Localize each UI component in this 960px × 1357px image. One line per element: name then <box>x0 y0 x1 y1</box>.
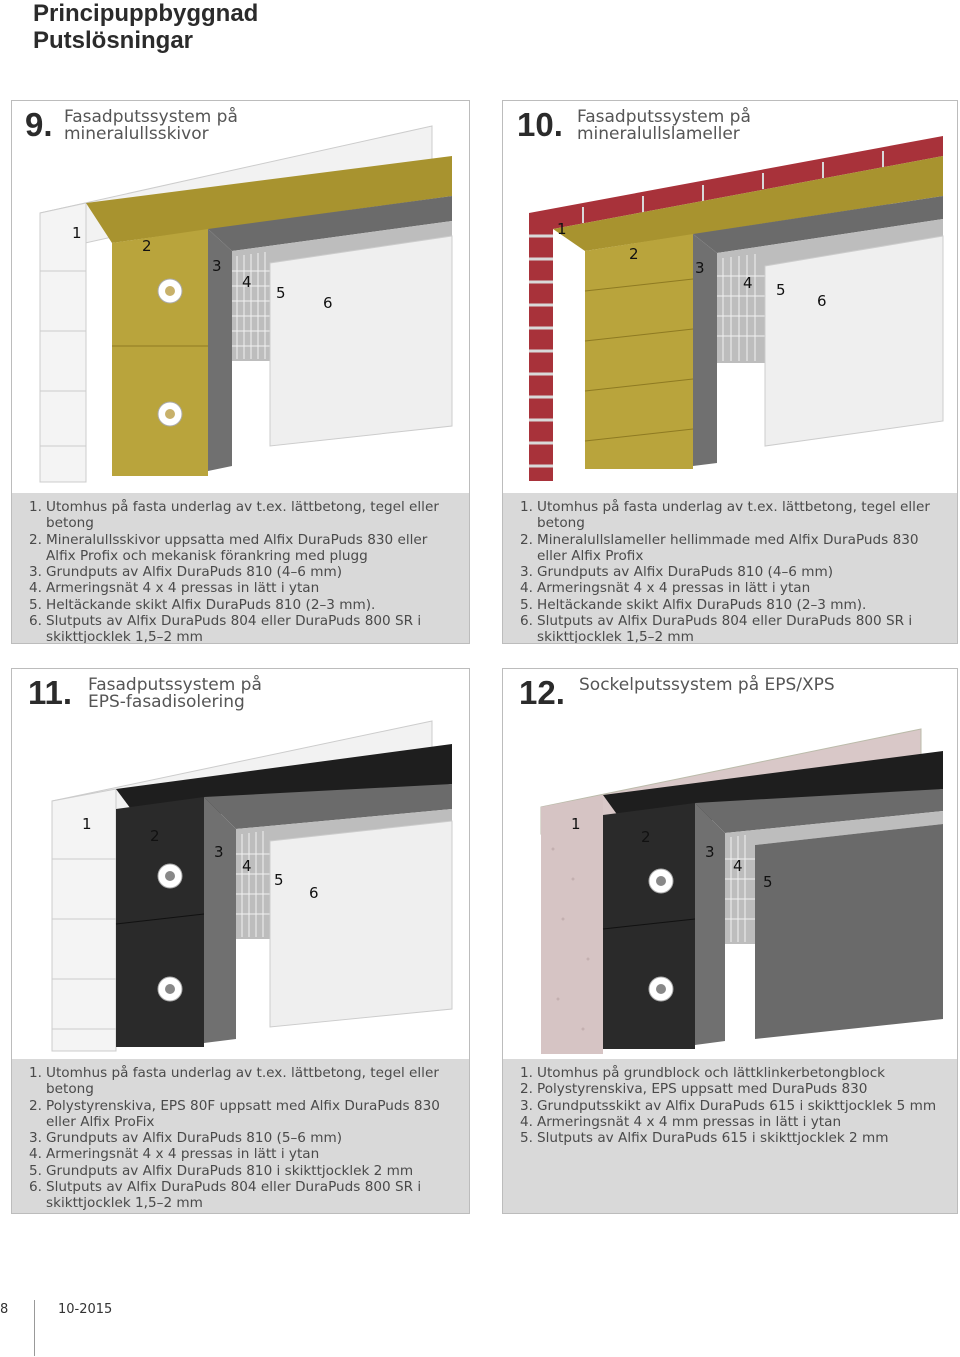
step-item: 1.Utomhus på grundblock och lättklinkerb… <box>520 1065 886 1081</box>
step-item: 5.Grundputs av Alfix DuraPuds 810 i skik… <box>29 1162 414 1179</box>
layer-label: 3 <box>212 257 222 275</box>
panel-subtitle: Fasadputssystem på EPS-fasadisolering <box>88 677 262 711</box>
wall-illustration-brick: 1 2 3 4 5 6 <box>529 136 944 481</box>
step-item: 4.Armeringsnät 4 x 4 pressas in lätt i y… <box>29 580 320 597</box>
panel-description: 1.Utomhus på grundblock och lättklinkerb… <box>503 1059 957 1213</box>
step-item: 3.Grundputs av Alfix DuraPuds 810 (4–6 m… <box>520 564 834 581</box>
layer-label: 1 <box>72 224 82 242</box>
panel-subtitle: Sockelputssystem på EPS/XPS <box>579 677 835 694</box>
step-item: 5.Heltäckande skikt Alfix DuraPuds 810 (… <box>29 596 376 613</box>
footer-date: 10-2015 <box>58 1302 113 1317</box>
step-item: 2.Polystyrenskiva, EPS 80F uppsatt med A… <box>29 1097 440 1130</box>
panel-number: 9. <box>25 106 53 143</box>
step-item: 1.Utomhus på fasta underlag av t.ex. lät… <box>29 1065 439 1098</box>
layer-label: 1 <box>557 220 567 238</box>
page-title-line1: Principuppbyggnad <box>33 0 259 27</box>
step-item: 4.Armeringsnät 4 x 4 pressas in lätt i y… <box>520 580 811 597</box>
step-item: 4.Armeringsnät 4 x 4 pressas in lätt i y… <box>29 1146 320 1163</box>
layer-label: 6 <box>323 294 333 312</box>
subtitle-line: EPS-fasadisolering <box>88 692 245 712</box>
step-item: 4.Armeringsnät 4 x 4 mm pressas in lätt … <box>520 1113 842 1130</box>
page-number: 8 <box>0 1302 9 1317</box>
layer-label: 4 <box>242 273 252 291</box>
panel-description: 1.Utomhus på fasta underlag av t.ex. lät… <box>12 493 469 643</box>
layer-label: 6 <box>309 884 319 902</box>
layer-label: 3 <box>705 843 715 861</box>
step-item: 3.Grundputs av Alfix DuraPuds 810 (4–6 m… <box>29 564 343 581</box>
subtitle-line: Fasadputssystem på <box>577 107 751 127</box>
wall-illustration-socket: 1 2 3 4 5 <box>540 728 943 1054</box>
panel-11: 11. Fasadputssystem på EPS-fasadisolerin… <box>11 668 470 1214</box>
panel-number: 10. <box>517 106 563 143</box>
layer-label: 3 <box>214 843 224 861</box>
subtitle-line: mineralullsskivor <box>64 124 209 144</box>
panel-number: 11. <box>28 674 73 711</box>
step-item: 6.Slutputs av Alfix DuraPuds 804 eller D… <box>520 613 913 644</box>
page-title: Principuppbyggnad Putslösningar <box>33 0 258 54</box>
layer-label: 2 <box>150 827 160 845</box>
panel-header: 11. Fasadputssystem på EPS-fasadisolerin… <box>12 669 469 729</box>
panel-12: 12. Sockelputssystem på EPS/XPS <box>502 668 958 1214</box>
layer-label: 2 <box>629 245 639 263</box>
layer-label: 1 <box>571 815 581 833</box>
layer-label: 2 <box>641 828 651 846</box>
step-list: 1.Utomhus på fasta underlag av t.ex. lät… <box>503 499 957 644</box>
page-title-line2: Putslösningar <box>33 27 194 54</box>
layer-label: 2 <box>142 237 152 255</box>
layer-label: 5 <box>763 873 773 891</box>
subtitle-line: mineralullslameller <box>577 124 740 144</box>
panel-description: 1.Utomhus på fasta underlag av t.ex. lät… <box>12 1059 469 1213</box>
panel-subtitle: Fasadputssystem på mineralullslameller <box>577 109 751 143</box>
panel-description: 1.Utomhus på fasta underlag av t.ex. lät… <box>503 493 957 643</box>
layer-label: 5 <box>776 281 786 299</box>
step-item: 2.Mineralullslameller hellimmade med Alf… <box>520 531 919 564</box>
layer-label: 3 <box>695 259 705 277</box>
layer-label: 5 <box>276 284 286 302</box>
layer-label: 1 <box>82 815 92 833</box>
panel-header: 9. Fasadputssystem på mineralullsskivor <box>12 101 469 161</box>
layer-label: 4 <box>743 274 753 292</box>
subtitle-line: Sockelputssystem på EPS/XPS <box>579 675 835 695</box>
wall-illustration-eps: 1 2 3 4 5 6 <box>51 720 453 1052</box>
layer-label: 4 <box>242 857 252 875</box>
layer-label: 6 <box>817 292 827 310</box>
step-item: 3.Grundputsskikt av Alfix DuraPuds 615 i… <box>520 1097 937 1114</box>
panel-subtitle: Fasadputssystem på mineralullsskivor <box>64 109 238 143</box>
panel-header: 10. Fasadputssystem på mineralullslamell… <box>503 101 957 161</box>
layer-label: 5 <box>274 871 284 889</box>
step-item: 5.Heltäckande skikt Alfix DuraPuds 810 (… <box>520 596 867 613</box>
panel-number: 12. <box>519 674 565 711</box>
step-item: 1.Utomhus på fasta underlag av t.ex. lät… <box>29 499 439 532</box>
step-list: 1.Utomhus på grundblock och lättklinkerb… <box>503 1065 957 1146</box>
step-item: 3.Grundputs av Alfix DuraPuds 810 (5–6 m… <box>29 1130 343 1147</box>
subtitle-line: Fasadputssystem på <box>64 107 238 127</box>
layer-label: 4 <box>733 857 743 875</box>
step-item: 5.Slutputs av Alfix DuraPuds 615 i skikt… <box>520 1130 889 1147</box>
step-list: 1.Utomhus på fasta underlag av t.ex. lät… <box>12 499 469 644</box>
wall-illustration-mineralwool: 1 2 3 4 5 6 <box>39 125 453 483</box>
step-item: 1.Utomhus på fasta underlag av t.ex. lät… <box>520 499 930 532</box>
subtitle-line: Fasadputssystem på <box>88 675 262 695</box>
step-item: 6.Slutputs av Alfix DuraPuds 804 eller D… <box>29 1179 422 1212</box>
step-list: 1.Utomhus på fasta underlag av t.ex. lät… <box>12 1065 469 1212</box>
footer-divider <box>34 1300 35 1356</box>
step-item: 2.Polystyrenskiva, EPS uppsatt med DuraP… <box>520 1081 868 1098</box>
step-item: 2.Mineralullsskivor uppsatta med Alfix D… <box>29 531 428 564</box>
step-item: 6.Slutputs av Alfix DuraPuds 804 eller D… <box>29 613 422 644</box>
panel-10: 10. Fasadputssystem på mineralullslamell… <box>502 100 958 644</box>
panel-9: 9. Fasadputssystem på mineralullsskivor <box>11 100 470 644</box>
panel-header: 12. Sockelputssystem på EPS/XPS <box>503 669 957 729</box>
